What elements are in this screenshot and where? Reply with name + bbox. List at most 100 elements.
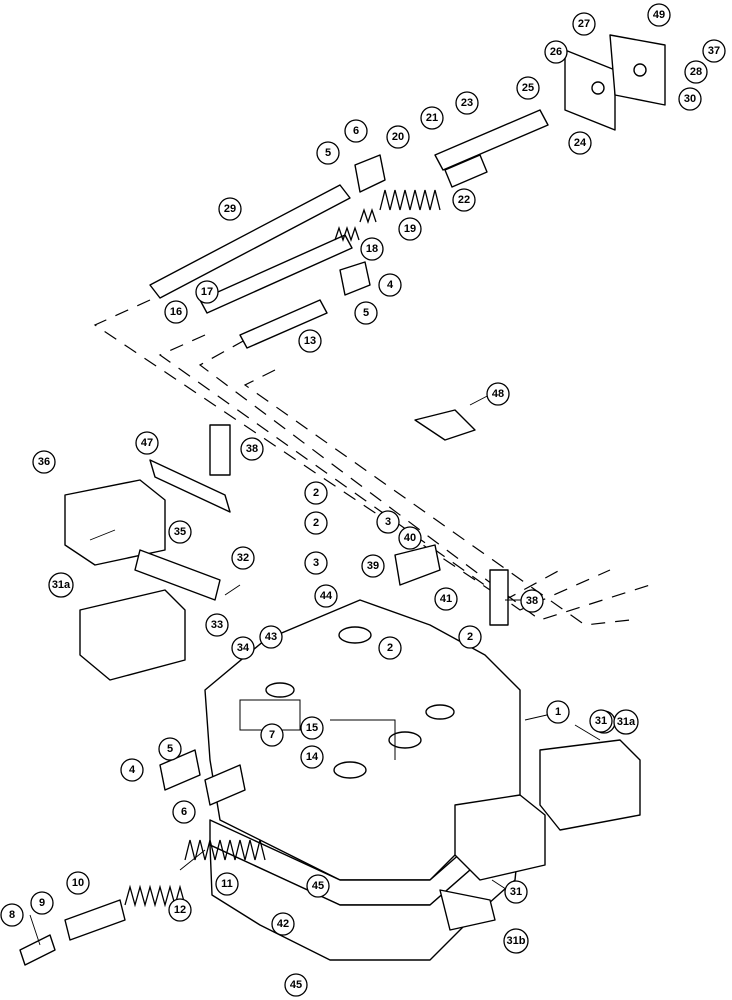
callout-circle [215, 872, 239, 896]
callout-27: 27 [572, 12, 596, 36]
callout-number: 35 [174, 526, 186, 538]
callout-number: 3 [313, 557, 319, 569]
callout-circle [589, 709, 613, 733]
callout-9: 9 [30, 891, 54, 915]
main-valve-body [204, 599, 521, 961]
callout-number: 45 [312, 880, 324, 892]
callout-circle [66, 871, 90, 895]
callout-5: 5 [158, 737, 182, 761]
callout-15: 15 [300, 716, 324, 740]
callout-number: 14 [306, 751, 319, 763]
callout-43: 43 [259, 625, 283, 649]
callout-41: 41 [434, 587, 458, 611]
callout-31a: 31a [48, 572, 74, 598]
upper-spools [149, 109, 549, 349]
callout-circle [120, 758, 144, 782]
callout-number: 19 [404, 223, 416, 235]
callout-number: 38 [246, 443, 258, 455]
callout-number: 31b [507, 935, 526, 947]
callout-number: 13 [304, 335, 316, 347]
callout-circle [0, 903, 24, 927]
callout-8: 8 [0, 903, 24, 927]
callout-number: 21 [426, 112, 438, 124]
callout-number: 22 [458, 194, 470, 206]
callout-circle [572, 12, 596, 36]
callout-number: 41 [440, 593, 452, 605]
callout-number: 31 [510, 886, 522, 898]
callout-circle [306, 874, 330, 898]
callout-circle [378, 273, 402, 297]
callout-circle [158, 737, 182, 761]
callout-circle [520, 589, 544, 613]
callout-circle [613, 709, 639, 735]
dashed-alignment-lines [93, 299, 651, 626]
callout-number: 25 [522, 82, 534, 94]
callout-number: 49 [653, 9, 665, 21]
callout-circle [503, 928, 529, 954]
callout-38: 38 [240, 437, 264, 461]
callout-18: 18 [360, 237, 384, 261]
callout-number: 36 [38, 456, 50, 468]
callout-number: 8 [9, 909, 15, 921]
callout-31b: 31b [503, 928, 529, 954]
callout-number: 18 [366, 243, 378, 255]
callout-6: 6 [344, 119, 368, 143]
callout-14: 14 [300, 745, 324, 769]
callout-47: 47 [135, 431, 159, 455]
callout-11: 11 [215, 872, 239, 896]
callout-number: 40 [404, 532, 416, 544]
callout-23: 23 [455, 91, 479, 115]
callout-number: 12 [174, 904, 186, 916]
callout-circle [486, 382, 510, 406]
callout-number: 17 [201, 286, 213, 298]
callout-31: 31 [589, 709, 613, 733]
callout-number: 4 [387, 279, 394, 291]
callout-number: 23 [461, 97, 473, 109]
callout-number: 29 [224, 203, 236, 215]
callout-31a: 31a [613, 709, 639, 735]
callout-30: 30 [678, 87, 702, 111]
callout-number: 28 [690, 66, 702, 78]
callout-circle [300, 745, 324, 769]
callout-16: 16 [164, 300, 188, 324]
callout-35: 35 [168, 520, 192, 544]
callout-circle [354, 301, 378, 325]
callout-45: 45 [306, 874, 330, 898]
callout-42: 42 [271, 912, 295, 936]
callout-7: 7 [260, 723, 284, 747]
callout-33: 33 [205, 613, 229, 637]
callout-circle [360, 237, 384, 261]
callout-number: 6 [353, 125, 359, 137]
callout-number: 37 [708, 45, 720, 57]
callout-circle [647, 3, 671, 27]
callout-circle [168, 898, 192, 922]
callout-31: 31 [504, 880, 528, 904]
callout-13: 13 [298, 329, 322, 353]
callout-17: 17 [195, 280, 219, 304]
callout-3: 3 [304, 551, 328, 575]
callout-number: 5 [325, 147, 331, 159]
callout-circle [504, 880, 528, 904]
callout-34: 34 [231, 636, 255, 660]
callout-circle [240, 437, 264, 461]
callout-circle [172, 800, 196, 824]
callout-circle [304, 551, 328, 575]
callout-number: 5 [167, 743, 173, 755]
callout-2: 2 [378, 636, 402, 660]
callout-number: 2 [387, 642, 393, 654]
callout-circle [568, 131, 592, 155]
callout-number: 16 [170, 306, 182, 318]
callout-number: 3 [385, 516, 391, 528]
solenoids [64, 479, 641, 931]
callout-circle [678, 87, 702, 111]
callout-24: 24 [568, 131, 592, 155]
callout-2: 2 [458, 625, 482, 649]
callout-circle [702, 39, 726, 63]
callout-circle [544, 40, 568, 64]
callout-circle [398, 526, 422, 550]
callout-circle [455, 91, 479, 115]
callout-number: 7 [269, 729, 275, 741]
callout-number: 9 [39, 897, 45, 909]
